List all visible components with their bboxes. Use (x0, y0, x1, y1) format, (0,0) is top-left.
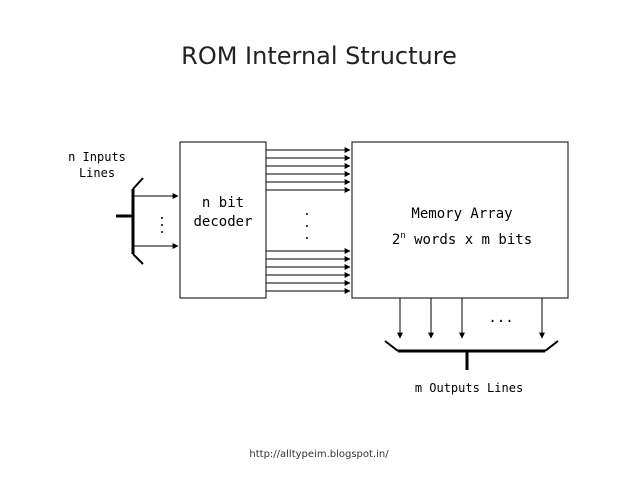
decoder-box (179, 141, 267, 299)
memory-label-rest: words x m bits (406, 232, 532, 248)
output-ellipsis: ... (488, 310, 513, 326)
memory-label-exponent: n (400, 231, 405, 241)
word-lines-bottom (266, 248, 351, 294)
memory-label-base: 2 (392, 232, 400, 248)
input-bus (116, 177, 144, 265)
input-arrows (134, 193, 179, 249)
page-title: ROM Internal Structure (181, 42, 457, 70)
memory-label-line1: Memory Array (411, 206, 512, 222)
inputs-label-line2: Lines (79, 166, 115, 180)
decoder-label-line2: decoder (193, 214, 252, 230)
outputs-label: m Outputs Lines (415, 381, 523, 395)
memory-array-box (351, 141, 569, 299)
output-bus (384, 340, 559, 370)
output-arrows (397, 298, 545, 339)
memory-label-line2: 2n words x m bits (392, 231, 532, 248)
word-lines-ellipsis (306, 213, 308, 239)
word-lines-top (266, 147, 351, 193)
input-ellipsis-dots (161, 217, 163, 233)
decoder-label-line1: n bit (202, 195, 244, 211)
inputs-label-line1: n Inputs (68, 150, 126, 164)
footer-url: http://alltypeim.blogspot.in/ (249, 449, 389, 460)
